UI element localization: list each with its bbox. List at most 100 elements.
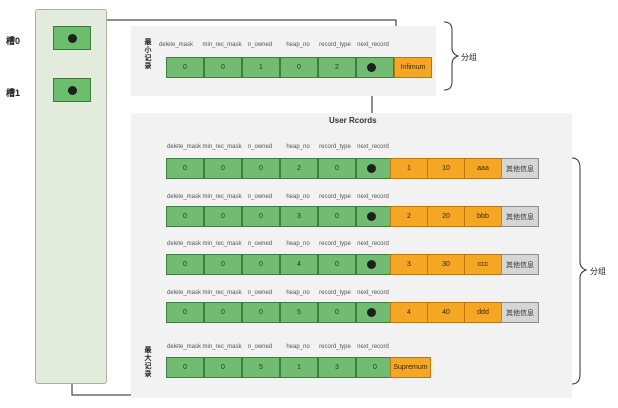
record-cell: 0: [318, 158, 356, 179]
column-header: record_type: [319, 42, 351, 48]
record-cell: 2: [280, 158, 318, 179]
column-header: n_owned: [247, 241, 273, 247]
record-cell: 0: [204, 158, 242, 179]
record-data-cell: bbb: [464, 206, 502, 227]
column-header: heap_no: [286, 241, 310, 247]
column-header: next_record: [357, 290, 389, 296]
column-header: record_type: [319, 290, 351, 296]
column-header: min_rec_mask: [202, 194, 242, 200]
record-next-dot: [367, 212, 376, 221]
column-header: delete_mask: [166, 144, 202, 150]
record-cell: 0: [204, 206, 242, 227]
column-header: next_record: [357, 42, 389, 48]
column-header: delete_mask: [166, 344, 202, 350]
slot0-pointer-dot: [68, 34, 77, 43]
record-data-cell: 30: [427, 254, 465, 275]
record-extra-cell: 其他信息: [501, 206, 539, 227]
record-next-dot: [367, 164, 376, 173]
column-header: next_record: [357, 344, 389, 350]
column-header: record_type: [319, 241, 351, 247]
column-header: heap_no: [286, 42, 310, 48]
column-header: heap_no: [286, 290, 310, 296]
record-cell: 0: [166, 254, 204, 275]
infimum-cell: 2: [318, 57, 356, 78]
record-extra-cell: 其他信息: [501, 254, 539, 275]
infimum-cell: 0: [166, 57, 204, 78]
group1-label: 分组: [461, 53, 477, 62]
page-directory-panel: [35, 9, 107, 384]
slot0-label: 槽0: [6, 36, 21, 46]
record-extra-cell: 其他信息: [501, 302, 539, 323]
record-cell: 5: [280, 302, 318, 323]
column-header: record_type: [319, 344, 351, 350]
record-cell: 4: [280, 254, 318, 275]
record-cell: 0: [166, 158, 204, 179]
column-header: n_owned: [247, 344, 273, 350]
column-header: heap_no: [286, 344, 310, 350]
column-header: n_owned: [247, 42, 273, 48]
record-cell: 3: [280, 206, 318, 227]
column-header: record_type: [319, 194, 351, 200]
column-header: min_rec_mask: [202, 42, 242, 48]
column-header: delete_mask: [166, 290, 202, 296]
record-cell: 0: [166, 302, 204, 323]
supremum-name-cell: Supremum: [390, 357, 431, 378]
record-next-dot: [367, 260, 376, 269]
column-header: heap_no: [286, 194, 310, 200]
slot1-pointer-dot: [68, 86, 77, 95]
record-next-dot: [367, 308, 376, 317]
supremum-cell: 3: [318, 357, 356, 378]
record-data-cell: 1: [390, 158, 428, 179]
infimum-label: 最小记录: [144, 39, 152, 70]
supremum-cell: 5: [242, 357, 280, 378]
record-data-cell: ddd: [464, 302, 502, 323]
record-cell: 0: [242, 254, 280, 275]
group1-brace: [443, 21, 460, 91]
record-data-cell: aaa: [464, 158, 502, 179]
user-records-title: User Rcords: [329, 116, 377, 125]
record-cell: 0: [204, 254, 242, 275]
record-data-cell: 20: [427, 206, 465, 227]
record-data-cell: 3: [390, 254, 428, 275]
record-data-cell: 40: [427, 302, 465, 323]
column-header: min_rec_mask: [202, 241, 242, 247]
record-cell: 0: [166, 206, 204, 227]
column-header: n_owned: [247, 144, 273, 150]
supremum-cell: 0: [356, 357, 394, 378]
supremum-cell: 1: [280, 357, 318, 378]
infimum-cell: 0: [280, 57, 318, 78]
record-data-cell: 2: [390, 206, 428, 227]
supremum-cell: 0: [166, 357, 204, 378]
group2-label: 分组: [590, 267, 606, 276]
record-cell: 0: [204, 302, 242, 323]
record-extra-cell: 其他信息: [501, 158, 539, 179]
column-header: delete_mask: [166, 241, 202, 247]
infimum-name-cell: Infimum: [394, 57, 432, 78]
record-cell: 0: [318, 206, 356, 227]
column-header: delete_mask: [158, 42, 194, 48]
record-data-cell: 4: [390, 302, 428, 323]
column-header: delete_mask: [166, 194, 202, 200]
record-cell: 0: [242, 206, 280, 227]
record-cell: 0: [318, 302, 356, 323]
group2-brace: [571, 157, 588, 385]
infimum-cell: 0: [204, 57, 242, 78]
column-header: min_rec_mask: [202, 344, 242, 350]
column-header: next_record: [357, 241, 389, 247]
supremum-cell: 0: [204, 357, 242, 378]
record-data-cell: 10: [427, 158, 465, 179]
column-header: min_rec_mask: [202, 290, 242, 296]
record-cell: 0: [242, 302, 280, 323]
record-data-cell: ccc: [464, 254, 502, 275]
column-header: n_owned: [247, 194, 273, 200]
column-header: next_record: [357, 194, 389, 200]
column-header: n_owned: [247, 290, 273, 296]
record-cell: 0: [242, 158, 280, 179]
infimum-next-dot: [367, 63, 376, 72]
record-cell: 0: [318, 254, 356, 275]
column-header: min_rec_mask: [202, 144, 242, 150]
column-header: next_record: [357, 144, 389, 150]
slot1-label: 槽1: [6, 88, 21, 98]
infimum-cell: 1: [242, 57, 280, 78]
supremum-label: 最大记录: [144, 347, 152, 378]
